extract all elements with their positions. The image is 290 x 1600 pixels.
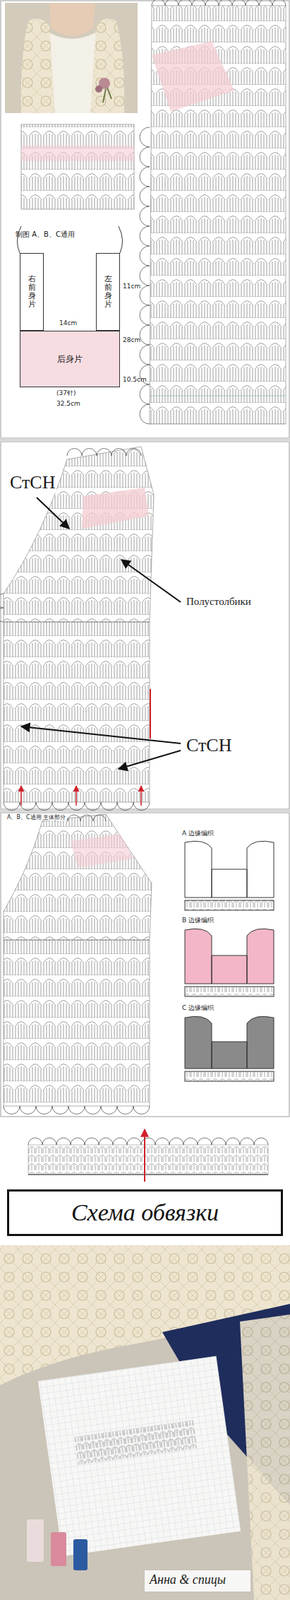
- panel-frame: [0, 811, 290, 1115]
- mini-schematic: [184, 1014, 274, 1067]
- crochet-chart: [20, 784, 22, 805]
- callout-label: СтСН: [184, 733, 233, 755]
- mini-schematic: [184, 898, 274, 909]
- edging-chart: [28, 1143, 269, 1173]
- lace-photo: [239, 1312, 290, 1598]
- crochet-chart: [3, 812, 152, 1105]
- callout-label: СтСН: [8, 471, 57, 493]
- pattern-piece: 左前身片: [95, 252, 120, 331]
- dimension-label: C 边缘编织: [182, 1002, 214, 1010]
- schematic-outline: [16, 225, 123, 253]
- bolero-photo: [49, 2, 96, 36]
- leader-arrow: [36, 496, 70, 528]
- piece-label: 左前身片: [104, 274, 113, 309]
- bolero-photo: [21, 18, 56, 113]
- panel-frame: [0, 438, 290, 441]
- crochet-chart: [3, 812, 152, 939]
- crochet-chart: [70, 832, 135, 867]
- leader-arrow: [121, 558, 181, 602]
- pattern-piece: 右前身片: [19, 252, 44, 331]
- title-box: Схема обвязки: [7, 1187, 283, 1235]
- panel-frame: [0, 809, 290, 811]
- crochet-chart: [149, 5, 286, 424]
- lace-photo: [144, 1567, 251, 1590]
- lace-photo: [0, 1243, 290, 1598]
- edging-chart: [143, 1127, 146, 1180]
- mini-schematic: [184, 839, 274, 897]
- crochet-chart: [149, 5, 286, 424]
- dimension-label: 11cm: [122, 282, 141, 290]
- mini-schematic: [184, 839, 274, 1080]
- schematic-outline: [16, 225, 123, 387]
- crochet-chart: [3, 938, 150, 1105]
- crochet-chart: [21, 145, 135, 161]
- leader-arrow: [21, 725, 181, 743]
- scallop-edge: [0, 0, 286, 1144]
- lace-photo: [26, 1517, 44, 1560]
- crochet-chart: [75, 784, 77, 805]
- lace-photo: [50, 1529, 67, 1564]
- pattern-piece: 后身片: [19, 330, 120, 387]
- scallop-edge: [3, 800, 150, 810]
- lace-photo: [38, 1354, 241, 1554]
- callout-label: Полустолбики: [184, 594, 253, 607]
- crochet-chart: [21, 124, 135, 209]
- crochet-chart: [3, 445, 154, 621]
- dimension-label: A 边缘编织: [182, 828, 214, 836]
- watermark: Анна & спицы: [149, 1569, 226, 1585]
- schematic-outline: [19, 330, 120, 387]
- crochet-chart: [81, 486, 149, 528]
- crochet-chart: [3, 620, 150, 801]
- piece-label: 后身片: [57, 352, 83, 365]
- dimension-label: 14cm: [59, 318, 77, 326]
- scallop-edge: [0, 592, 4, 621]
- dimension-label: B 边缘编织: [182, 915, 214, 923]
- edging-chart: [28, 1172, 269, 1174]
- bolero-photo: [95, 85, 103, 93]
- panel-frame: [0, 440, 290, 808]
- leader-arrow: [21, 496, 181, 768]
- piece-label: Схема обвязки: [71, 1197, 219, 1225]
- dimension-label: 制图 A、B、C通用: [15, 230, 75, 239]
- crochet-chart: [3, 445, 154, 805]
- piece-label: 右前身片: [28, 274, 36, 309]
- scallop-edge: [67, 448, 142, 456]
- crochet-chart: [140, 784, 142, 805]
- lace-photo: [74, 1417, 197, 1462]
- mini-schematic: [184, 927, 274, 983]
- bolero-photo: [103, 87, 112, 103]
- leader-arrow: [118, 749, 181, 768]
- crochet-chart: [149, 687, 151, 738]
- scallop-edge: [28, 1136, 269, 1144]
- lace-photo: [38, 1354, 241, 1554]
- mini-schematic: [184, 985, 274, 995]
- bolero-photo: [4, 2, 138, 113]
- dimension-label: (37针): [56, 388, 76, 396]
- crochet-chart: [21, 124, 135, 209]
- crochet-chart: [151, 40, 235, 112]
- bolero-photo: [4, 2, 138, 113]
- scallop-edge: [3, 1104, 150, 1113]
- panel-frame: [0, 0, 290, 438]
- edging-chart: [28, 1127, 269, 1180]
- lace-photo: [0, 1243, 290, 1598]
- dimension-label: 32.5cm: [56, 399, 81, 407]
- panel-frame: [0, 0, 290, 1115]
- dimension-label: 10.5cm: [122, 375, 147, 383]
- dimension-label: 28cm: [122, 335, 141, 343]
- lace-photo: [38, 1354, 241, 1554]
- crochet-chart: [149, 395, 286, 396]
- lace-photo: [73, 1536, 88, 1568]
- mini-schematic: [184, 1069, 274, 1080]
- dimension-label: A、B、C通用 主体部分: [5, 812, 68, 820]
- scallop-edge: [151, 0, 286, 6]
- bolero-photo: [90, 18, 125, 113]
